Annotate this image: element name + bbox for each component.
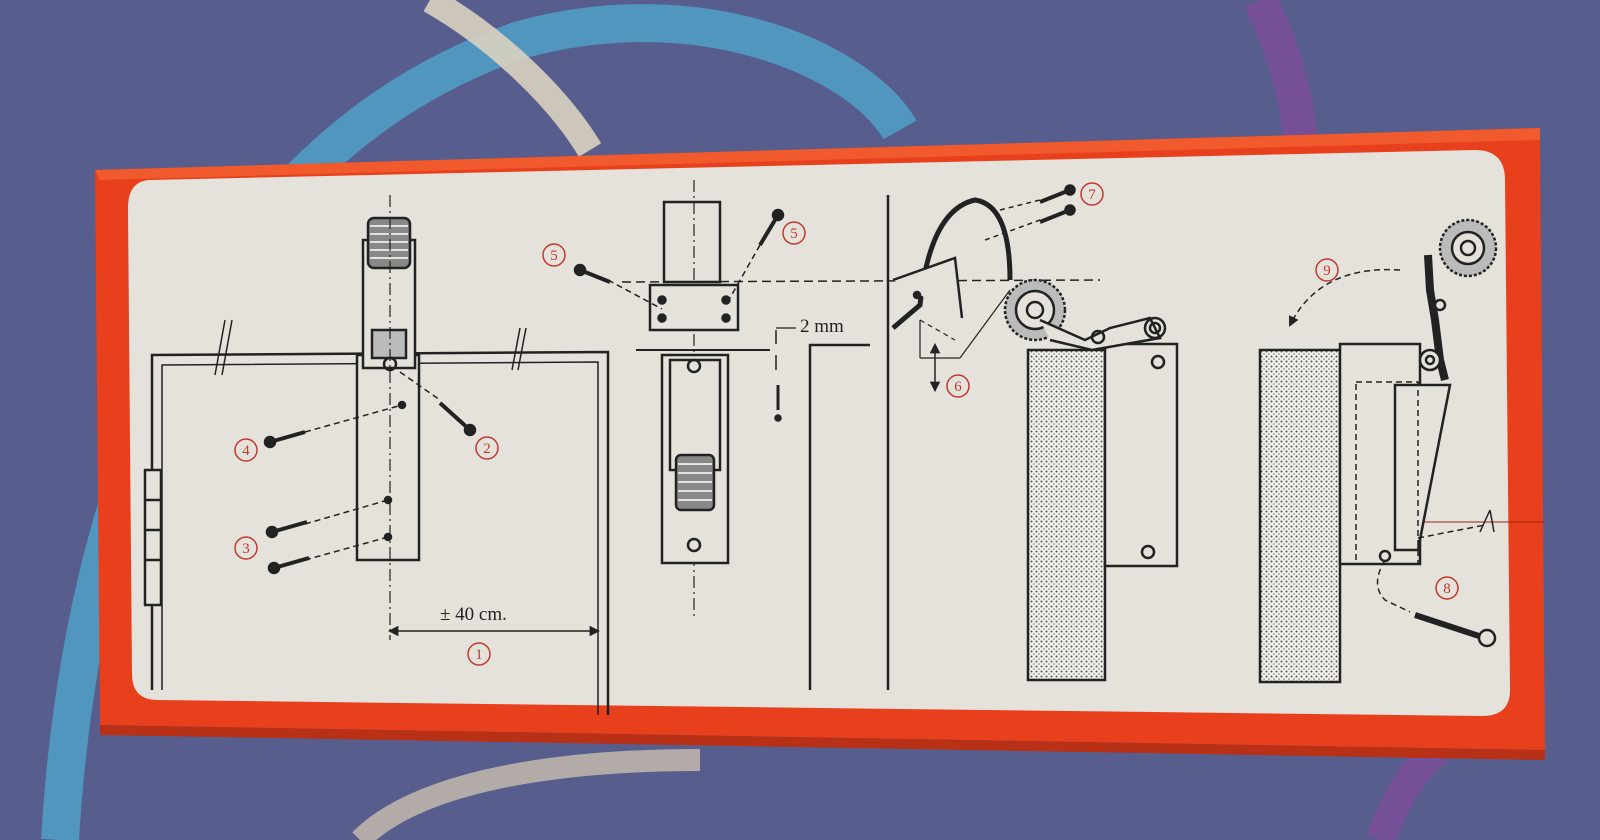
callout-7: 7 [1080, 182, 1104, 206]
callout-8: 8 [1435, 576, 1459, 600]
svg-text:7: 7 [1088, 187, 1096, 203]
callout-3: 3 [234, 536, 258, 560]
svg-text:2: 2 [483, 441, 491, 457]
svg-text:5: 5 [550, 248, 558, 264]
gap-label: 2 mm [800, 316, 844, 337]
svg-text:3: 3 [242, 541, 250, 557]
callout-9: 9 [1315, 258, 1339, 282]
figure-4-pin [1258, 218, 1498, 684]
callout-markers: 1 2 3 4 5 5 6 7 8 9 [234, 182, 1459, 666]
distance-label: ± 40 cm. [440, 604, 507, 625]
svg-text:8: 8 [1443, 581, 1451, 597]
callout-4: 4 [234, 438, 258, 462]
svg-text:6: 6 [954, 379, 962, 395]
figure-2-bracket [573, 180, 870, 690]
svg-text:1: 1 [475, 647, 483, 663]
svg-text:5: 5 [790, 226, 798, 242]
svg-text:9: 9 [1323, 263, 1331, 279]
callout-6: 6 [946, 374, 970, 398]
box [95, 128, 1545, 760]
callout-5a: 5 [542, 243, 566, 267]
callout-2: 2 [475, 436, 499, 460]
svg-text:4: 4 [242, 443, 250, 459]
callout-5b: 5 [782, 221, 806, 245]
callout-1: 1 [467, 642, 491, 666]
figure-1-mounting [143, 195, 610, 715]
figure-3-arm [886, 184, 1179, 690]
